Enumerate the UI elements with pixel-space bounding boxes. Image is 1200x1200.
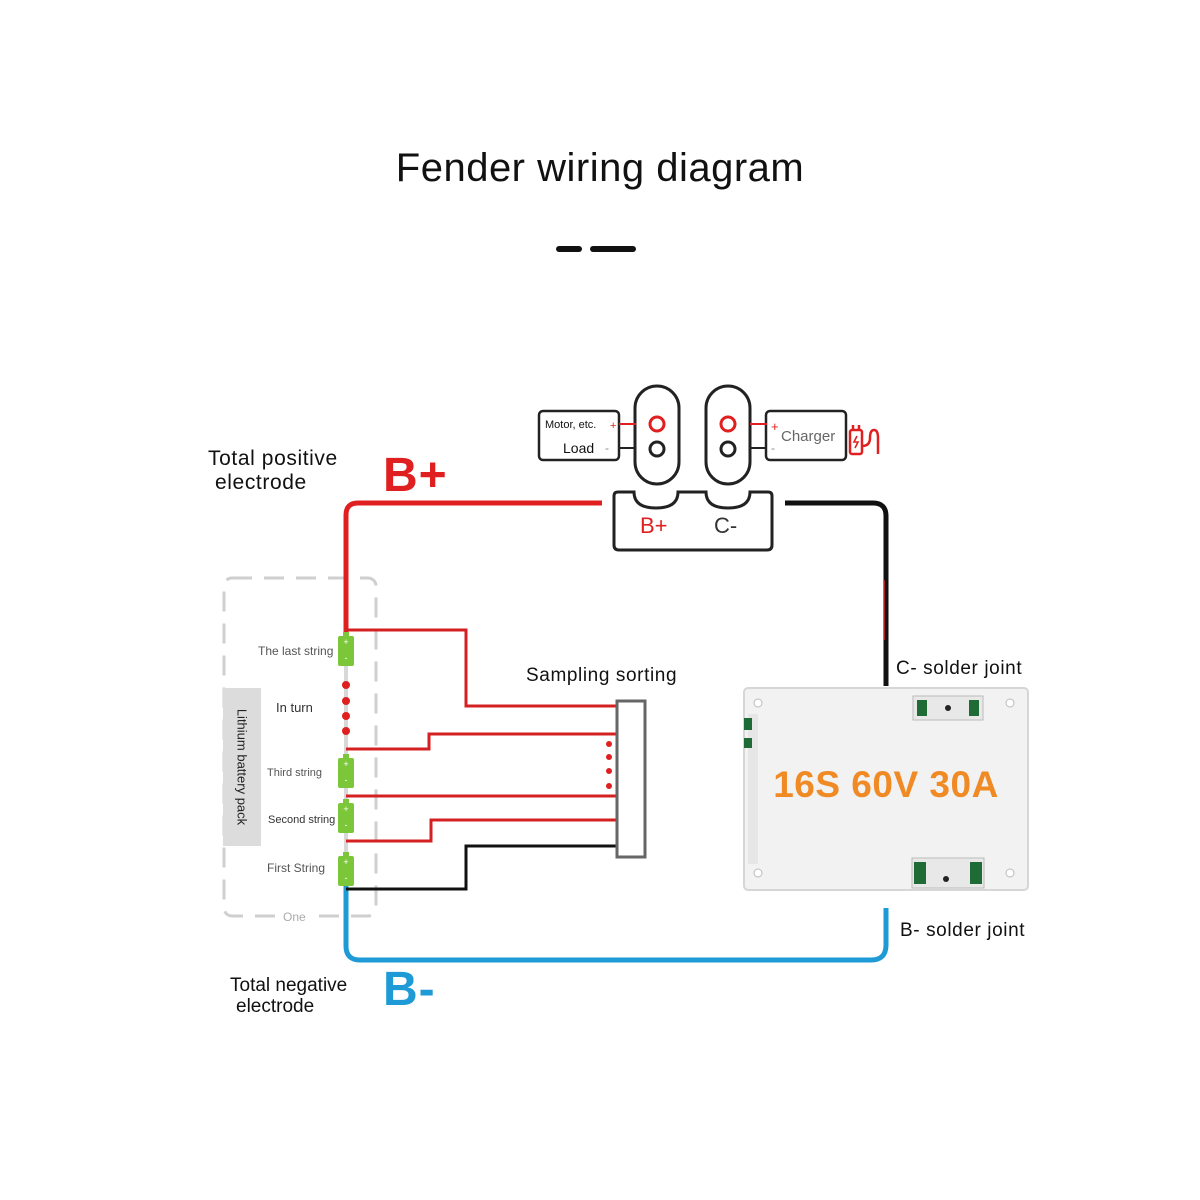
terminal-b-plus-label: B+ [640,513,668,538]
bms-c-pad [912,695,984,721]
charger-box [764,409,848,462]
svg-text:+: + [343,857,348,867]
charger-connector [704,384,752,486]
connector-dots [606,741,612,789]
sampling-wire-third [346,732,618,751]
cell-last [338,632,354,666]
string-label-last: The last string [258,644,334,658]
c-solder-joint-label: C- solder joint [896,658,1023,679]
bms-b-pad [911,857,985,889]
c-minus-wire [785,500,889,686]
cell-third [338,754,354,788]
b-plus-symbol: B+ [383,449,448,502]
svg-text:-: - [345,653,348,663]
sampling-wire-ground [346,844,618,891]
svg-text:+: + [610,420,616,432]
motor-label: Motor, etc. [545,419,597,431]
string-label-third: Third string [267,767,323,779]
string-label-first: First String [267,861,326,875]
svg-text:-: - [605,441,609,455]
load-label: Load [563,440,595,456]
load-connector [633,384,681,486]
balance-connector [615,699,647,859]
svg-text:-: - [345,873,348,883]
sampling-wire-last [346,628,618,708]
cell-first [338,852,354,886]
load-box [537,409,621,462]
positive-main-wire [343,500,602,638]
string-label-second: Second string [268,814,336,826]
string-label-in-turn: In turn [276,700,313,715]
svg-text:+: + [343,759,348,769]
bms-board [743,687,1029,891]
page-title: Fender wiring diagram [395,146,805,190]
battery-cells: + - + - + - + - [338,632,354,886]
sampling-wires [346,628,618,891]
total-negative-label: Total negative electrode [230,975,348,1017]
string-label-one: One [280,910,309,924]
in-turn-dots [342,681,350,735]
charger-plug-icon [848,425,880,456]
b-minus-symbol: B- [383,963,436,1016]
charger-label: Charger [781,428,836,445]
svg-text:+: + [771,419,779,434]
svg-text:-: - [345,820,348,830]
terminal-c-minus-label: C- [714,513,738,538]
total-positive-label: Total positive electrode [208,447,338,494]
svg-text:-: - [771,441,775,455]
sampling-sorting-label: Sampling sorting [526,665,678,686]
bms-terminal-block [612,490,774,552]
cell-second [338,799,354,833]
svg-text:+: + [343,637,348,647]
bms-rating-label: 16S 60V 30A [773,764,999,805]
sampling-wire-second-b [346,818,618,843]
svg-text:-: - [345,775,348,785]
svg-text:+: + [343,804,348,814]
b-solder-joint-label: B- solder joint [900,920,1026,941]
battery-pack-label: Lithium battery pack [223,688,261,846]
negative-main-wire [343,882,889,963]
